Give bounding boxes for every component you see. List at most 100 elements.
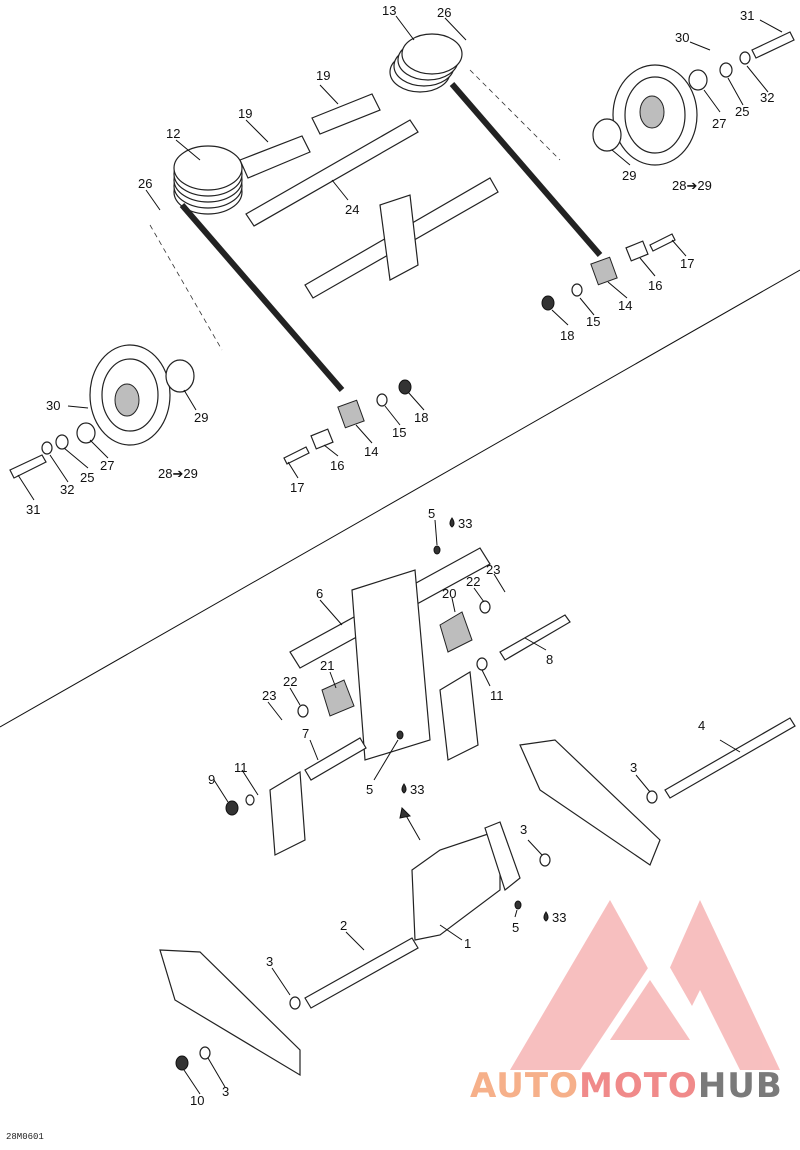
callout-33: 33	[410, 782, 424, 797]
assembly-arrow-head	[399, 806, 412, 819]
callout-13: 13	[382, 3, 396, 18]
bracket-right	[439, 671, 479, 761]
nut-9	[225, 800, 239, 816]
drop-icon	[401, 783, 407, 794]
callout-2: 2	[340, 918, 347, 933]
washer-25-right	[719, 62, 733, 78]
nut-18-right	[541, 295, 555, 311]
callout-31: 31	[740, 8, 754, 23]
callout-31: 31	[26, 502, 40, 517]
spacer-27-right	[688, 69, 708, 91]
shaft-2	[304, 937, 419, 1009]
watermark-logo-icon	[510, 900, 780, 1070]
callout-26: 26	[437, 5, 451, 20]
pivot-20	[439, 611, 473, 653]
callout-12: 12	[166, 126, 180, 141]
alignment-dashes	[149, 69, 561, 351]
callout-19: 19	[238, 106, 252, 121]
callout-18: 18	[560, 328, 574, 343]
brand-part-hub: HUB	[697, 1066, 783, 1106]
callout-14: 14	[364, 444, 378, 459]
sleeve-16-left	[310, 428, 334, 450]
callout-5: 5	[366, 782, 373, 797]
callout-20: 20	[442, 586, 456, 601]
shaft-24	[245, 119, 419, 227]
slide-rail-right	[519, 739, 661, 866]
brand-part-moto: MOTO	[578, 1066, 698, 1106]
lubricant-drop-icons	[401, 517, 549, 922]
spring-13-arm	[449, 82, 603, 257]
callout-30: 30	[46, 398, 60, 413]
callout-28-29: 28➔29	[672, 178, 712, 193]
bolt-31-right	[751, 31, 795, 59]
callout-5: 5	[428, 506, 435, 521]
washer-3c	[289, 996, 301, 1010]
callout-22: 22	[466, 574, 480, 589]
shaft-4	[664, 717, 796, 799]
callout-32: 32	[760, 90, 774, 105]
callout-33: 33	[552, 910, 566, 925]
washer-3d	[199, 1046, 211, 1060]
callout-21: 21	[320, 658, 334, 673]
callout-15: 15	[392, 425, 406, 440]
spacer-27-left	[76, 422, 96, 444]
pivot-14-right	[590, 256, 618, 286]
callout-30: 30	[675, 30, 689, 45]
front-arm-1	[411, 829, 501, 941]
callout-5: 5	[512, 920, 519, 935]
bearing-29-right	[592, 118, 622, 152]
wheel-28-left	[89, 344, 171, 446]
callout-18: 18	[414, 410, 428, 425]
callout-3: 3	[222, 1084, 229, 1099]
shaft-7	[304, 737, 367, 781]
callout-11: 11	[490, 688, 504, 703]
washer-22-right	[479, 600, 491, 614]
section-divider	[0, 269, 800, 728]
callout-17: 17	[680, 256, 694, 271]
bolt-8	[499, 614, 571, 661]
washer-3a	[646, 790, 658, 804]
callout-24: 24	[345, 202, 359, 217]
callout-25: 25	[735, 104, 749, 119]
callout-19: 19	[316, 68, 330, 83]
slide-rail-left	[159, 949, 301, 1077]
arm-frame-center	[351, 569, 431, 761]
washer-25-left	[55, 434, 69, 450]
callout-15: 15	[586, 314, 600, 329]
washer-15-right	[571, 283, 583, 297]
callout-29: 29	[194, 410, 208, 425]
pivot-21	[321, 679, 355, 717]
callout-23: 23	[486, 562, 500, 577]
callout-labels: 13 26 31 30 19 19 12 26 24 27 25 32 29 2…	[26, 3, 774, 1108]
callout-28-29: 28➔29	[158, 466, 198, 481]
watermark-brand-text: AUTOMOTOHUB	[470, 1066, 783, 1106]
callout-9: 9	[208, 772, 215, 787]
washer-15-left	[376, 393, 388, 407]
bolt-17-right	[649, 233, 676, 252]
callout-26: 26	[138, 176, 152, 191]
bolt-31-left	[9, 454, 47, 479]
spring-13	[389, 33, 463, 93]
callout-33: 33	[458, 516, 472, 531]
callout-23: 23	[262, 688, 276, 703]
front-arm-1-upright	[484, 821, 521, 892]
sleeve-16-right	[625, 240, 649, 262]
grease-fitting-5-top	[433, 545, 441, 555]
wheel-28-right	[612, 64, 698, 166]
bushing-19-left	[239, 135, 311, 179]
drop-icon	[543, 911, 549, 922]
leader-lines	[17, 15, 783, 1095]
washer-11-right	[476, 657, 488, 671]
bushing-19-right	[311, 93, 381, 135]
callout-6: 6	[316, 586, 323, 601]
callout-7: 7	[302, 726, 309, 741]
callout-27: 27	[712, 116, 726, 131]
callout-29: 29	[622, 168, 636, 183]
callout-10: 10	[190, 1093, 204, 1108]
washer-3b	[539, 853, 551, 867]
callout-27: 27	[100, 458, 114, 473]
callout-22: 22	[283, 674, 297, 689]
bearing-29-left	[165, 359, 195, 393]
bolt-17-left	[283, 446, 310, 465]
